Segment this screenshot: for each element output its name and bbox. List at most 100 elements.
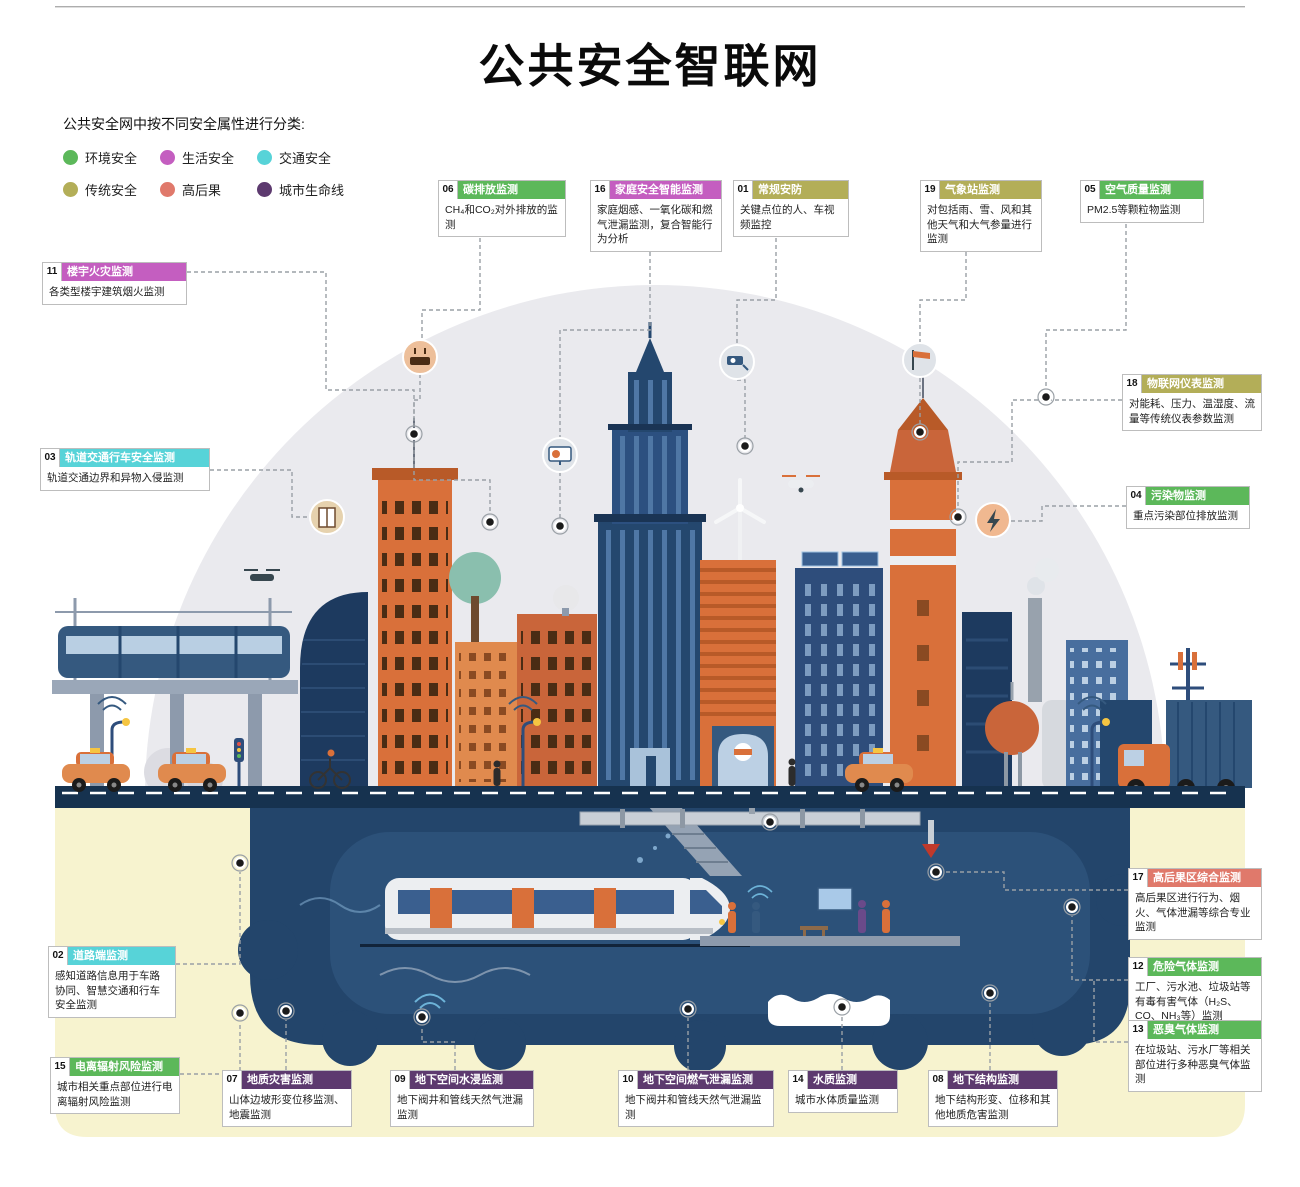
callout-number: 02 (49, 947, 68, 965)
callout-desc: 高后果区进行行为、烟火、气体泄漏等综合专业监测 (1129, 887, 1261, 940)
legend-item-traffic: 交通安全 (257, 148, 377, 167)
sensor-node (231, 1004, 249, 1022)
legend-item-lifeline: 城市生命线 (257, 180, 377, 199)
water-pool (768, 994, 890, 1026)
callout-number: 10 (619, 1071, 638, 1089)
callout-number: 05 (1081, 181, 1100, 199)
subway-train (360, 878, 750, 947)
callout-title: 气象站监测 (940, 181, 1041, 199)
callout-number: 01 (734, 181, 753, 199)
callout-desc: 工厂、污水池、垃圾站等有毒有害气体（H₂S、CO、NH₃等）监测 (1129, 976, 1261, 1029)
callout-desc: 在垃圾站、污水厂等相关部位进行多种恶臭气体监测 (1129, 1039, 1261, 1092)
traffic-light-icon (234, 738, 244, 786)
callout-number: 17 (1129, 869, 1148, 887)
callout-number: 03 (41, 449, 60, 467)
callout-number: 19 (921, 181, 940, 199)
sensor-node (277, 1002, 295, 1020)
legend-label: 生活安全 (182, 151, 235, 166)
callout-title: 轨道交通行车安全监测 (60, 449, 209, 467)
callout-title: 水质监测 (808, 1071, 897, 1089)
legend-label: 交通安全 (279, 151, 332, 166)
callout-number: 13 (1129, 1021, 1148, 1039)
callout-desc: 家庭烟感、一氧化碳和燃气泄漏监测，复合智能行为分析 (591, 199, 721, 252)
callout-number: 16 (591, 181, 610, 199)
legend-label: 城市生命线 (279, 183, 345, 198)
callout-title: 楼宇火灾监测 (62, 263, 186, 281)
callout-desc: 关键点位的人、车视频监控 (734, 199, 848, 237)
legend-note: 公共安全网中按不同安全属性进行分类: (63, 116, 305, 132)
sensor-node (1063, 898, 1081, 916)
callout-number: 18 (1123, 375, 1142, 393)
metro-entrance-sign (712, 726, 774, 790)
wind-turbine (714, 478, 766, 560)
sensor-node (413, 1008, 431, 1026)
city-lifeline-dot-icon (257, 182, 272, 197)
callout-desc: 地下阀井和管线天然气泄漏监测 (619, 1089, 773, 1127)
callout-title: 地下空间燃气泄漏监测 (638, 1071, 773, 1089)
cctv-camera-icon (719, 344, 755, 380)
home-monitor-icon (542, 437, 578, 473)
legend-label: 传统安全 (85, 183, 138, 198)
sensor-node (679, 1000, 697, 1018)
callout-desc: 地下结构形变、位移和其他地质危害监测 (929, 1089, 1057, 1127)
elevator-icon (309, 499, 345, 535)
sensor-icons (309, 339, 1011, 538)
callout-title: 危险气体监测 (1148, 958, 1261, 976)
callout-title: 电离辐射风险监测 (70, 1058, 179, 1076)
callout-title: 物联网仪表监测 (1142, 375, 1261, 393)
callout-desc: PM2.5等颗粒物监测 (1081, 199, 1203, 222)
traditional-safety-dot-icon (63, 182, 78, 197)
elevated-train (52, 598, 298, 788)
callout-title: 道路端监测 (68, 947, 175, 965)
callout-number: 11 (43, 263, 62, 281)
callout-title: 地下结构监测 (948, 1071, 1057, 1089)
cyclist (309, 749, 351, 789)
top-rule (55, 6, 1245, 8)
wifi-icon (414, 993, 446, 1009)
drone (782, 475, 820, 493)
callout-desc: 城市相关重点部位进行电离辐射风险监测 (51, 1076, 179, 1114)
sensor-node (981, 984, 999, 1002)
callout-number: 15 (51, 1058, 70, 1076)
callout-desc: 重点污染部位排放监测 (1127, 505, 1249, 528)
callout-title: 恶臭气体监测 (1148, 1021, 1261, 1039)
callout-desc: 各类型楼宇建筑烟火监测 (43, 281, 186, 304)
traffic-safety-dot-icon (257, 150, 272, 165)
drone (244, 569, 280, 581)
callout-number: 07 (223, 1071, 242, 1089)
callout-desc: 对包括雨、雪、风和其他天气和大气参量进行监测 (921, 199, 1041, 252)
sensor-node (911, 423, 929, 441)
windsock-icon (902, 342, 938, 378)
callout-title: 高后果区综合监测 (1148, 869, 1261, 887)
street (55, 786, 1245, 808)
sensor-node (551, 517, 569, 535)
sensor-node (231, 854, 249, 872)
callout-title: 地下空间水浸监测 (410, 1071, 533, 1089)
sprinkler-icon (922, 820, 940, 858)
street-level (62, 475, 1112, 792)
sensor-node (833, 998, 851, 1016)
legend-item-traditional: 传统安全 (63, 180, 160, 199)
callout-desc: 山体边坡形变位移监测、地震监测 (223, 1089, 351, 1127)
underground-pipes (414, 778, 940, 1026)
callout-desc: 地下阀井和管线天然气泄漏监测 (391, 1089, 533, 1127)
callout-desc: 感知道路信息用于车路协同、智慧交通和行车安全监测 (49, 965, 175, 1018)
